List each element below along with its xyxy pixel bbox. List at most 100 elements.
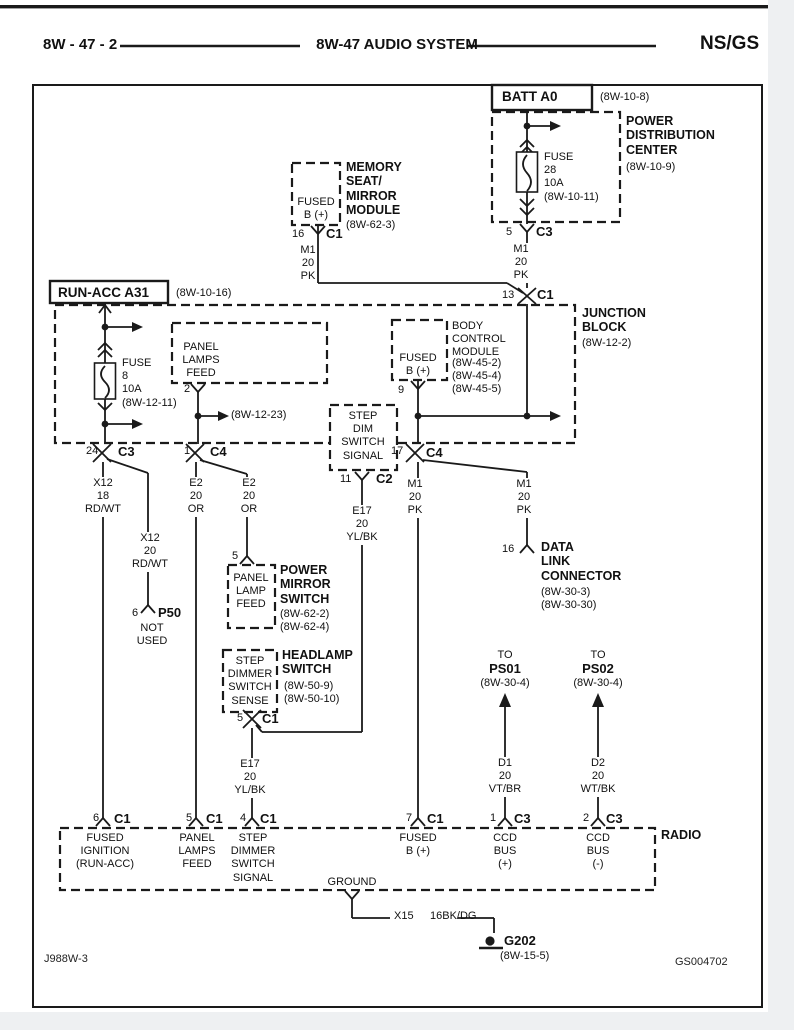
m1-wire-label-branch: M1 20 PK (515, 478, 533, 518)
batt-a0-label: BATT A0 (502, 89, 558, 104)
c3-24-pin: 24 (86, 445, 99, 457)
panel-lamps-pin: 2 (184, 383, 191, 395)
inline-connector-icon (242, 709, 262, 729)
jb-c1: C1 (537, 287, 554, 302)
memory-ref: (8W-62-3) (346, 219, 396, 231)
ground-label: GROUND (326, 876, 378, 890)
pdc-name: POWER DISTRIBUTION CENTER (626, 114, 715, 157)
x12-18-wire-label: X12 18 RD/WT (83, 477, 123, 517)
pin-fork-icon (344, 890, 360, 901)
pin-fork-icon (497, 816, 513, 827)
radio-pin-forks (95, 816, 606, 827)
ground-circuit (344, 890, 503, 950)
footer-left: J988W-3 (44, 953, 88, 965)
ccd-bus-circuit (499, 693, 604, 818)
memory-pin: 16 (292, 228, 305, 240)
page-code: 8W - 47 - 2 (43, 36, 118, 53)
ps02-name: PS02 (582, 661, 614, 676)
headlamp-switch-box (221, 648, 279, 714)
power-mirror-box (226, 563, 277, 630)
ps02-to: TO (590, 649, 606, 661)
pdc-box (490, 110, 622, 224)
radio-pin-1-label: CCD BUS (+) (493, 832, 517, 871)
p50-pin: 6 (132, 607, 139, 619)
up-arrow-icon (499, 693, 511, 707)
radio-pin-5-label: PANEL LAMPS FEED (178, 832, 216, 871)
branch-arrow-icon (218, 411, 229, 421)
footer-right: GS004702 (675, 956, 728, 968)
pdc-fuse-label: FUSE 28 10A (8W-10-11) (544, 151, 599, 203)
ps01-ref: (8W-30-4) (480, 677, 530, 689)
step-dim-label: STEP DIM SWITCH SIGNAL (341, 410, 385, 462)
page-title: 8W-47 AUDIO SYSTEM (316, 36, 478, 53)
mirror-pin: 5 (232, 550, 239, 562)
radio-pin-6-label: FUSED IGNITION (RUN-ACC) (75, 832, 135, 871)
pin-fork-icon (239, 554, 255, 565)
batt-a0-box (490, 83, 594, 112)
bcm-terminal: FUSED B (+) (399, 352, 437, 378)
step-dim-connector: C2 (376, 471, 393, 486)
radio-pin-6: 6 (93, 812, 100, 824)
memory-connector: C1 (326, 226, 343, 241)
panel-lamps-feed-label: PANEL LAMPS FEED (182, 341, 220, 380)
feed-chevron-icon (97, 341, 113, 351)
pin-fork-icon (590, 816, 606, 827)
radio-pin-6-connector: C1 (114, 811, 131, 826)
c4-17-pin: 17 (391, 445, 404, 457)
radio-name: RADIO (661, 828, 702, 842)
ps01-name: PS01 (489, 661, 521, 676)
pdc-pin: 5 (506, 226, 513, 238)
pin-fork-icon (188, 816, 204, 827)
radio-pin-1: 1 (490, 812, 497, 824)
pin-fork-icon (410, 816, 426, 827)
mirror-name: POWER MIRROR SWITCH (280, 563, 331, 606)
headlamp-name: HEADLAMP SWITCH (282, 648, 353, 677)
headlamp-terminal: STEP DIMMER SWITCH SENSE (227, 655, 273, 707)
c4-1-id: C4 (210, 444, 227, 459)
scan-margin-right (768, 0, 794, 1030)
bcm-refs: (8W-45-2) (8W-45-4) (8W-45-5) (452, 357, 502, 396)
headlamp-connector: C1 (262, 711, 279, 726)
ps02-ref: (8W-30-4) (573, 677, 623, 689)
branch-arrow-icon (132, 322, 143, 332)
step-dim-wire-label: E17 20 YL/BK (345, 505, 379, 545)
pdc-connector: C3 (536, 224, 553, 239)
junction-block-name: JUNCTION BLOCK (582, 306, 646, 335)
pin-fork-icon (140, 603, 156, 614)
x12-20-wire-label: X12 20 RD/WT (130, 532, 170, 572)
inline-connector-icon (92, 443, 112, 463)
memory-module-box (290, 161, 342, 227)
c4-17-id: C4 (426, 445, 443, 460)
radio-pin-2: 2 (583, 812, 590, 824)
headlamp-pin: 5 (237, 712, 244, 724)
feed-chevron-icon (97, 348, 113, 358)
bcm-pin: 9 (398, 384, 405, 396)
pin-fork-icon (244, 816, 260, 827)
radio-pin-5: 5 (186, 812, 193, 824)
g202-name: G202 (504, 933, 536, 948)
ground-wire-code: X15 (394, 910, 414, 922)
m1-wire-label-main: M1 20 PK (406, 478, 424, 518)
pin-fork-icon (354, 471, 370, 482)
dlc-name: DATA LINK CONNECTOR (541, 540, 622, 583)
mirror-refs: (8W-62-2) (8W-62-4) (280, 608, 330, 634)
dlc-refs: (8W-30-3) (8W-30-30) (541, 586, 597, 612)
pin-fork-icon (98, 303, 112, 314)
headlamp-refs: (8W-50-9) (8W-50-10) (284, 680, 340, 706)
down-arrow-icon (97, 402, 113, 412)
radio-pin-2-connector: C3 (606, 811, 623, 826)
ground-wire-color: 16BK/DG (430, 910, 477, 922)
ground-dot-icon (485, 936, 495, 946)
pin-fork-icon (190, 383, 206, 394)
radio-pin-7: 7 (406, 812, 413, 824)
feed-chevron-icon (519, 138, 535, 148)
run-acc-circuit (92, 303, 156, 818)
junction-dot (523, 412, 531, 420)
pin-fork-icon (519, 223, 535, 234)
g202-ref: (8W-15-5) (500, 950, 550, 962)
memory-terminal: FUSED B (+) (297, 196, 335, 222)
ps01-to: TO (497, 649, 513, 661)
jb-pin13: 13 (502, 289, 515, 301)
radio-pin-4-connector: C1 (260, 811, 277, 826)
